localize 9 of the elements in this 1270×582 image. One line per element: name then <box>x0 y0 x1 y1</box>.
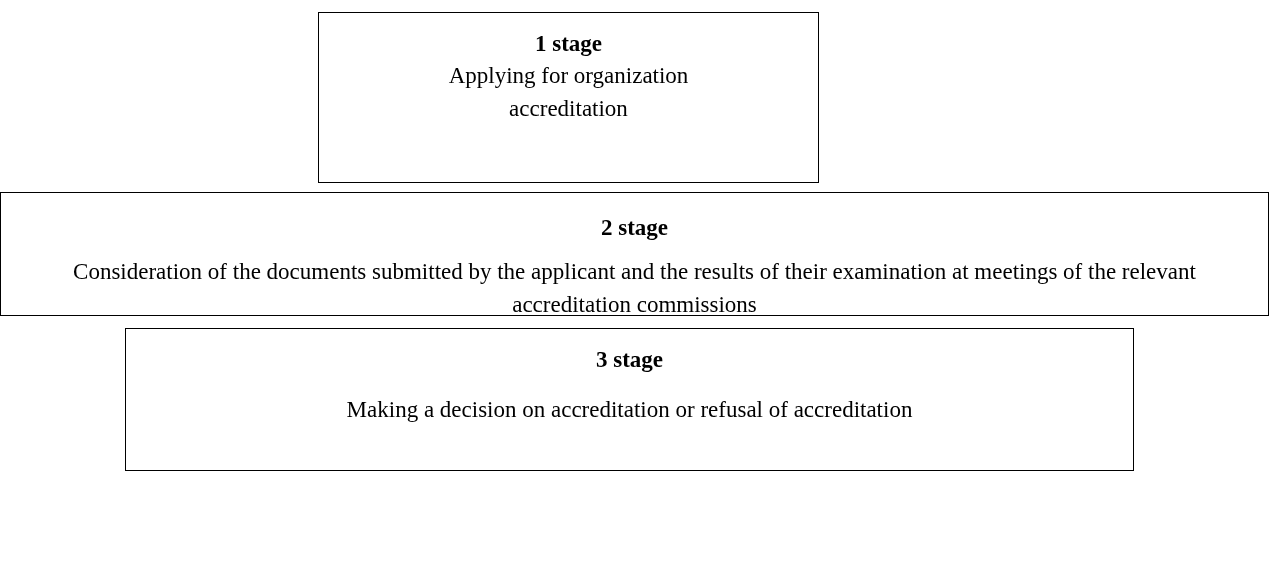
stage-heading: 2 stage <box>600 214 669 242</box>
stage-box <box>318 12 819 183</box>
stage-heading: 3 stage <box>595 346 664 374</box>
stage-description: Consideration of the documents submitted by the applicant and the results of their examination at meetings of the relevant accreditation commissions <box>72 258 1197 319</box>
stage-box <box>0 192 1269 316</box>
stage-box <box>125 328 1134 471</box>
stage-description: Making a decision on accreditation or refusal of accreditation <box>346 396 913 424</box>
stage-description: Applying for organization accreditation <box>447 62 690 123</box>
stage-heading: 1 stage <box>534 30 603 58</box>
